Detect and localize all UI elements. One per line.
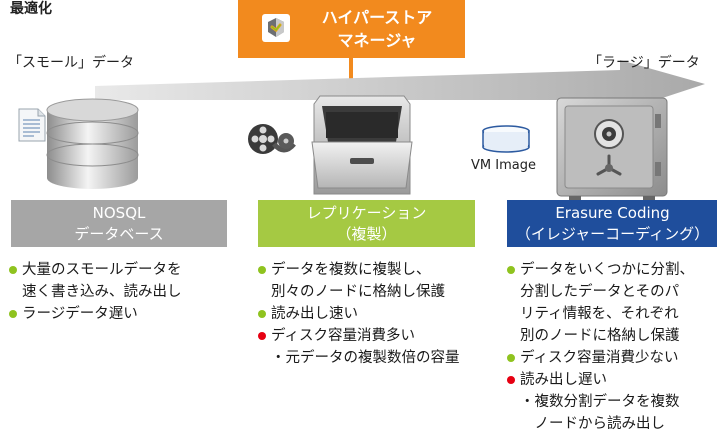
point-text: 分割したデータとそのパ (520, 284, 680, 300)
point-text: 大量のスモールデータを (22, 262, 182, 278)
point-text: ディスク容量消費多い (271, 328, 415, 344)
point-text: リティ情報を、それぞれ (520, 306, 679, 322)
pro-bullet-icon (9, 266, 17, 274)
top-left-label: 最適化 (10, 1, 52, 17)
list-item: ディスク容量消費少ない (507, 347, 694, 369)
list-item: ラージデータ遅い (9, 303, 182, 325)
manager-title-line2: マネージャ (337, 31, 417, 50)
pro-bullet-icon (258, 266, 266, 274)
file-cabinet-icon (311, 95, 413, 195)
database-icon (46, 98, 139, 189)
erasure-points: データをいくつかに分割、 分割したデータとそのパ リティ情報を、それぞれ 別のノ… (507, 259, 694, 435)
film-reel-icon (248, 124, 296, 154)
category-erasure-line2: （イレジャーコーディング） (515, 224, 710, 243)
point-text: データをいくつかに分割、 (520, 262, 694, 278)
point-text: 速く書き込み、読み出し (22, 284, 182, 300)
hyperstore-manager-box: ハイパーストア マネージャ (238, 0, 465, 58)
large-data-label: 「ラージ」データ (588, 55, 700, 71)
list-item: 大量のスモールデータを 速く書き込み、読み出し (9, 259, 182, 303)
sub-point: ・元データの複製数倍の容量 (271, 350, 460, 366)
con-bullet-icon (258, 332, 266, 340)
sub-point: ノードから読み出し (520, 416, 665, 432)
safe-icon (556, 97, 668, 202)
category-nosql-line2: データベース (74, 224, 164, 243)
vm-disk-icon (482, 125, 530, 153)
category-nosql: NOSQL データベース (11, 200, 227, 247)
point-text: データを複数に複製し、 (271, 262, 431, 278)
vm-image-label: VM Image (471, 158, 536, 173)
list-item: データを複数に複製し、 別々のノードに格納し保護 (258, 259, 460, 303)
category-erasure-coding: Erasure Coding （イレジャーコーディング） (507, 200, 717, 247)
point-text: 読み出し遅い (520, 372, 607, 388)
manager-title-line1: ハイパーストア (321, 8, 433, 27)
pro-bullet-icon (9, 310, 17, 318)
point-text: 別のノードに格納し保護 (520, 328, 680, 344)
point-text: ラージデータ遅い (22, 306, 138, 322)
document-icon (18, 108, 46, 142)
nosql-points: 大量のスモールデータを 速く書き込み、読み出し ラージデータ遅い (9, 259, 182, 325)
small-data-label: 「スモール」データ (8, 55, 134, 71)
category-erasure-line1: Erasure Coding (555, 203, 670, 222)
sub-point: ・複数分割データを複数 (520, 394, 680, 410)
list-item: 読み出し速い (258, 303, 460, 325)
list-item: データをいくつかに分割、 分割したデータとそのパ リティ情報を、それぞれ 別のノ… (507, 259, 694, 347)
manager-title: ハイパーストア マネージャ (302, 6, 452, 52)
pro-bullet-icon (507, 354, 515, 362)
list-item: ディスク容量消費多い (258, 325, 460, 347)
point-text: 読み出し速い (271, 306, 358, 322)
arrow-body (95, 60, 705, 112)
point-text: ディスク容量消費少ない (520, 350, 679, 366)
pro-bullet-icon (507, 266, 515, 274)
manager-logo-icon (262, 14, 290, 42)
point-text: 別々のノードに格納し保護 (271, 284, 445, 300)
pro-bullet-icon (258, 310, 266, 318)
replication-points: データを複数に複製し、 別々のノードに格納し保護 読み出し速い ディスク容量消費… (258, 259, 460, 369)
con-bullet-icon (507, 376, 515, 384)
category-nosql-line1: NOSQL (92, 203, 146, 222)
list-item: 読み出し遅い (507, 369, 694, 391)
category-replication: レプリケーション （複製） (258, 200, 475, 247)
category-replication-line2: （複製） (336, 224, 397, 243)
category-replication-line1: レプリケーション (306, 203, 427, 222)
